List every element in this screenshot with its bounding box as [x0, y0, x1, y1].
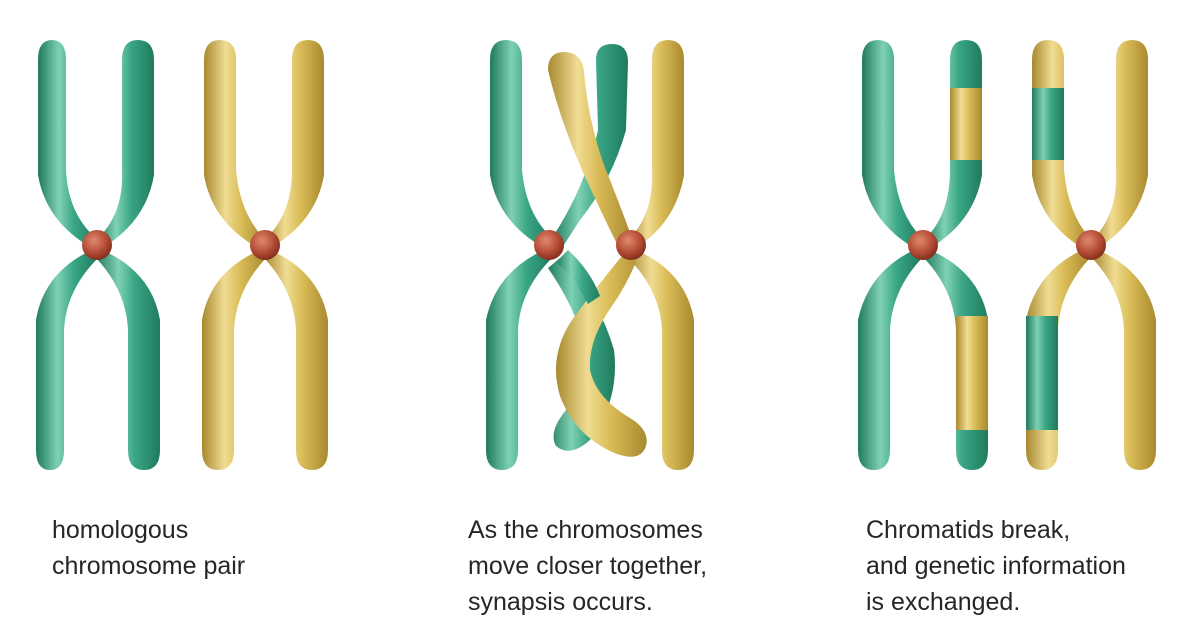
yellow-chromosome-recombined — [1026, 40, 1156, 470]
yellow-chromosome — [202, 40, 328, 470]
centromere — [82, 230, 112, 260]
caption-line: move closer together, — [468, 552, 708, 580]
yellow-chromatid-upper-right — [264, 40, 324, 248]
green-chromatid-lower-left — [858, 250, 922, 470]
caption-line: chromosome pair — [52, 552, 246, 580]
green-chromatid-lower-right — [96, 250, 160, 470]
green-chromatid-lower-left — [36, 250, 98, 470]
green-chromatid-upper-left — [38, 40, 98, 248]
green-chromatid-twisted-upper — [552, 44, 628, 248]
centromere — [616, 230, 646, 260]
yellow-chromatid-twisted-lower — [556, 256, 647, 457]
panel-synapsis — [486, 40, 694, 470]
exchanged-yellow-segment — [956, 316, 988, 430]
caption-line: synapsis occurs. — [468, 588, 653, 616]
green-chromatid-upper-right — [96, 40, 154, 248]
green-chromosome — [36, 40, 160, 470]
yellow-chromatid-lower-left — [202, 250, 266, 470]
yellow-chromatid-upper-right — [1092, 40, 1148, 248]
yellow-chromatid-lower-right — [264, 250, 328, 470]
centromere — [534, 230, 564, 260]
exchanged-green-segment — [1032, 88, 1064, 160]
panel-homologous-pair — [36, 40, 328, 470]
caption-homologous-pair: homologous chromosome pair — [52, 512, 245, 584]
yellow-chromatid-upper-right — [628, 40, 684, 248]
green-chromatid-upper-left — [862, 40, 922, 248]
caption-line: is exchanged. — [866, 588, 1021, 616]
yellow-chromatid-lower-right — [1092, 250, 1156, 470]
green-chromatid-lower-left — [486, 250, 552, 470]
caption-synapsis: As the chromosomes move closer together,… — [468, 512, 707, 620]
green-chromosome-recombined — [858, 40, 988, 470]
exchanged-yellow-segment — [950, 88, 982, 160]
yellow-chromatid-lower-right — [628, 250, 694, 470]
exchanged-green-segment — [1026, 316, 1058, 430]
caption-line: As the chromosomes — [468, 516, 703, 544]
green-chromatid-upper-left — [490, 40, 552, 248]
green-chromatid-crossing — [556, 250, 600, 304]
centromere — [1076, 230, 1106, 260]
panel-crossing-over — [858, 40, 1156, 470]
centromere — [250, 230, 280, 260]
centromere — [908, 230, 938, 260]
caption-line: homologous — [52, 516, 189, 544]
caption-crossing-over: Chromatids break, and genetic informatio… — [866, 512, 1126, 620]
yellow-chromatid-twisted-upper — [548, 52, 632, 246]
yellow-chromatid-upper-left — [204, 40, 266, 248]
caption-line: and genetic information — [866, 552, 1126, 580]
caption-line: Chromatids break, — [866, 516, 1071, 544]
